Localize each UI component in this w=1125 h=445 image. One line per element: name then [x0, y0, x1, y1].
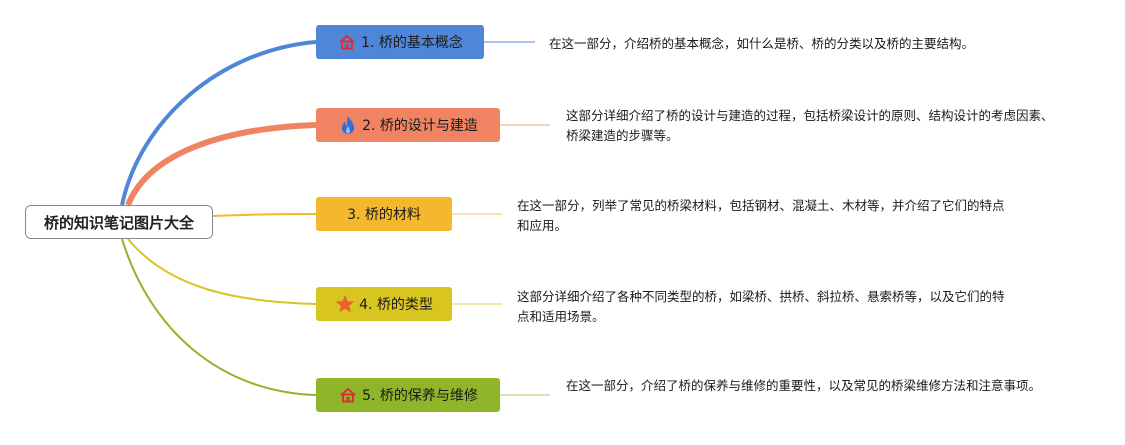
branch-label-4: 4. 桥的类型 [359, 297, 433, 313]
branch-label-1: 1. 桥的基本概念 [361, 35, 463, 51]
branch-desc-5: 在这一部分，介绍了桥的保养与维修的重要性，以及常见的桥梁维修方法和注意事项。 [566, 378, 1042, 393]
branch-label-2: 2. 桥的设计与建造 [362, 118, 478, 134]
house-icon [337, 32, 357, 52]
root-node[interactable]: 桥的知识笔记图片大全 [25, 205, 213, 239]
branch-desc-1: 在这一部分，介绍桥的基本概念，如什么是桥、桥的分类以及桥的主要结构。 [549, 36, 975, 51]
branch-label-5: 5. 桥的保养与维修 [362, 388, 478, 404]
connector-1 [120, 40, 317, 206]
branch-desc-4: 这部分详细介绍了各种不同类型的桥，如梁桥、拱桥、斜拉桥、悬索桥等，以及它们的特点… [517, 289, 1005, 324]
connector-4 [127, 238, 317, 305]
branch-node-3[interactable]: 3. 桥的材料 [316, 197, 452, 231]
branch-node-2[interactable]: 2. 桥的设计与建造 [316, 108, 500, 142]
branch-node-4[interactable]: 4. 桥的类型 [316, 287, 452, 321]
star-icon [335, 294, 355, 314]
branch-desc-3: 在这一部分，列举了常见的桥梁材料，包括钢材、混凝土、木材等，并介绍了它们的特点和… [517, 198, 1005, 233]
root-title: 桥的知识笔记图片大全 [43, 213, 194, 232]
house-icon [338, 385, 358, 405]
connector-3 [212, 213, 317, 217]
connector-2 [125, 122, 317, 207]
branch-label-3: 3. 桥的材料 [347, 207, 421, 223]
branch-node-5[interactable]: 5. 桥的保养与维修 [316, 378, 500, 412]
flame-icon [338, 115, 358, 135]
branch-desc-2: 这部分详细介绍了桥的设计与建造的过程，包括桥梁设计的原则、结构设计的考虑因素、桥… [566, 108, 1054, 143]
branch-node-1[interactable]: 1. 桥的基本概念 [316, 25, 484, 59]
connector-5 [121, 238, 317, 396]
